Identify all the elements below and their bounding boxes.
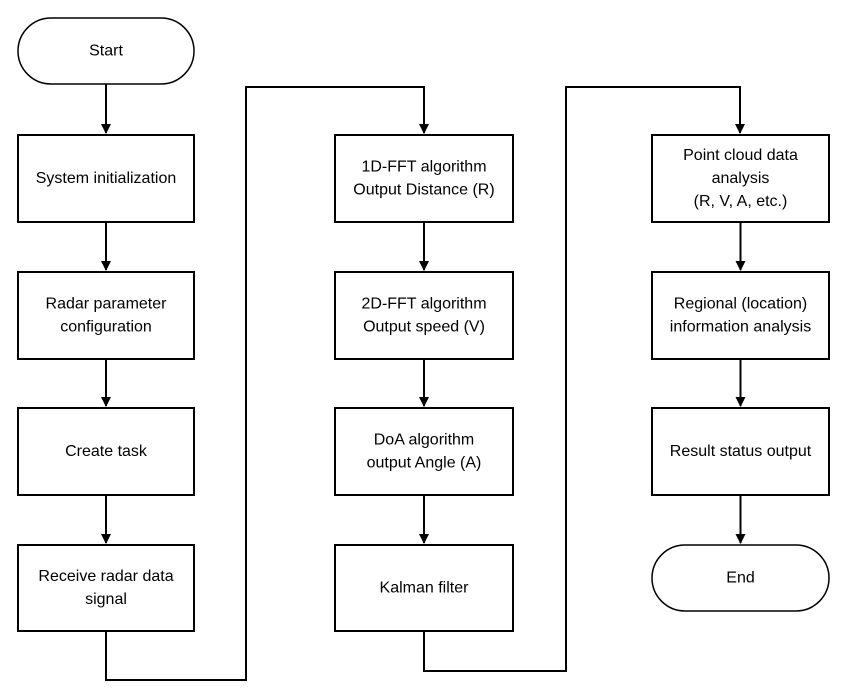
node-doa: DoA algorithm output Angle (A) — [334, 407, 514, 496]
process-box — [334, 544, 514, 632]
node-sys-init: System initialization — [17, 134, 195, 223]
process-box — [651, 134, 830, 223]
node-label: Receive radar data — [38, 568, 173, 585]
node-label: 2D-FFT algorithm — [361, 296, 486, 313]
arrow-receive-to-fft1 — [105, 86, 429, 681]
process-box — [17, 407, 195, 496]
node-result: Result status output — [651, 407, 830, 496]
process-box — [651, 407, 830, 496]
node-kalman: Kalman filter — [334, 544, 514, 632]
node-label: End — [726, 570, 754, 587]
node-end: End — [651, 544, 830, 612]
process-box — [334, 407, 514, 496]
process-box — [334, 271, 514, 360]
node-start: Start — [17, 17, 195, 85]
process-box — [17, 134, 195, 223]
process-box — [651, 271, 830, 360]
process-box — [17, 271, 195, 360]
node-label: Output speed (V) — [363, 319, 485, 336]
process-box — [334, 134, 514, 223]
node-label: analysis — [712, 170, 770, 187]
node-label: DoA algorithm — [374, 432, 475, 449]
node-label: 1D-FFT algorithm — [361, 159, 486, 176]
node-regional: Regional (location) information analysis — [651, 271, 830, 360]
node-label: System initialization — [36, 170, 177, 187]
node-label: output Angle (A) — [367, 455, 482, 472]
node-label: signal — [85, 591, 127, 608]
node-label: Result status output — [670, 443, 812, 460]
connectors-layer — [101, 84, 746, 681]
node-create-task: Create task — [17, 407, 195, 496]
terminal-shape — [17, 17, 195, 85]
node-pcd: Point cloud data analysis (R, V, A, etc.) — [651, 134, 830, 223]
node-label: Kalman filter — [380, 580, 470, 597]
node-label: Point cloud data — [683, 147, 798, 164]
node-label: Regional (location) — [674, 296, 807, 313]
node-label: Create task — [65, 443, 148, 460]
process-box — [17, 544, 195, 632]
node-label: Radar parameter — [46, 296, 168, 313]
node-label: (R, V, A, etc.) — [694, 193, 788, 210]
terminal-shape — [651, 544, 830, 612]
node-label: information analysis — [670, 319, 811, 336]
arrow-kalman-to-pcd — [423, 86, 745, 672]
node-label: Start — [89, 43, 123, 60]
node-label: configuration — [60, 319, 152, 336]
node-label: Output Distance (R) — [353, 182, 494, 199]
node-receive: Receive radar data signal — [17, 544, 195, 632]
node-radar-cfg: Radar parameter configuration — [17, 271, 195, 360]
